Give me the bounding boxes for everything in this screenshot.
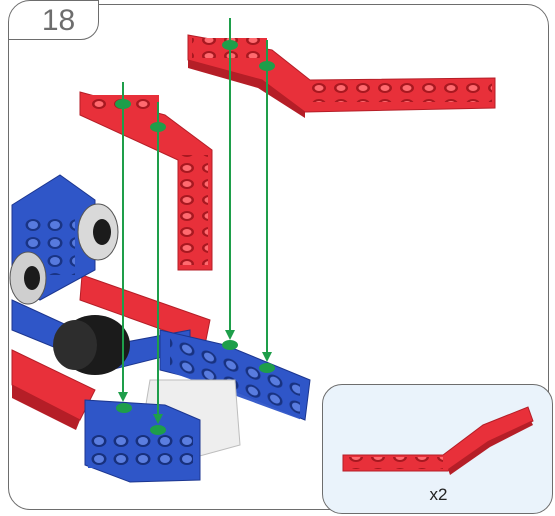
- step-number: 18: [41, 4, 76, 37]
- red-angled-beam-icon: [342, 406, 534, 475]
- parts-needed-panel: x2: [322, 384, 553, 514]
- insertion-arrows: [118, 18, 272, 424]
- red-beam-left: [79, 91, 213, 271]
- quantity-label: x2: [429, 485, 448, 504]
- chassis: [9, 174, 311, 483]
- step-badge: 18: [8, 0, 99, 40]
- red-beam-upper: [187, 34, 496, 118]
